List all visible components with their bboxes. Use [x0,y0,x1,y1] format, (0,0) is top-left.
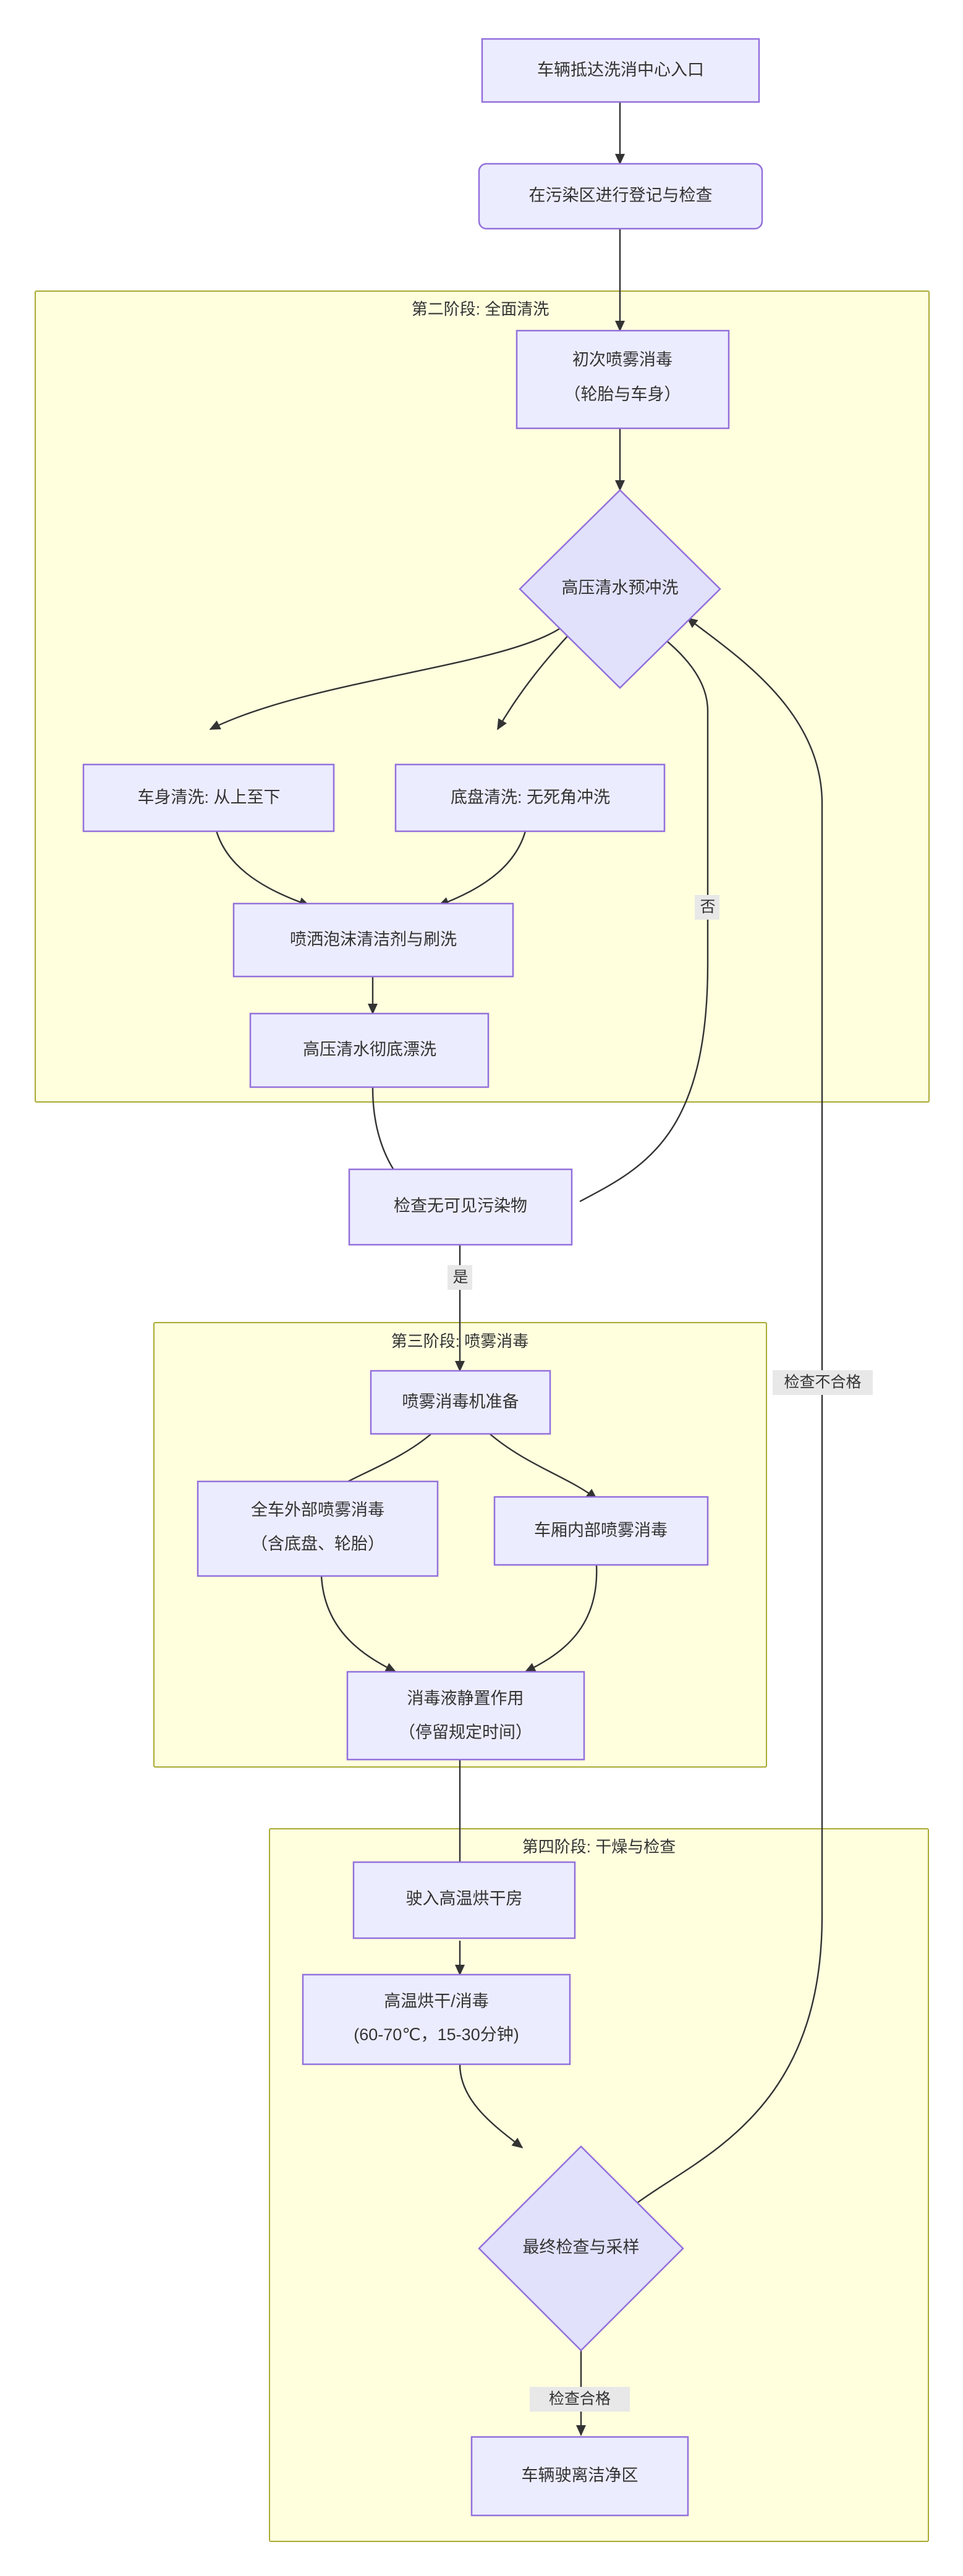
node-sprayer-preparation-box[interactable] [370,1370,551,1435]
node-enter-drying-room-box[interactable] [352,1861,576,1939]
node-enter-drying-room[interactable]: 驶入高温烘干房 [352,1861,576,1939]
edge-n4-n6 [496,631,572,731]
node-enter-drying-room-label: 驶入高温烘干房 [406,1889,523,1908]
cluster-phase2: 第二阶段: 全面清洗 [35,290,930,1103]
node-sprayer-preparation[interactable]: 喷雾消毒机准备 [370,1370,551,1435]
node-chassis-wash-box[interactable] [394,763,666,833]
edge-n9-n4-no [579,629,709,1203]
edge-n15-n16 [459,2064,524,2148]
edge-n12-n13 [524,1564,598,1673]
cluster-phase2-label: 第二阶段: 全面清洗 [412,300,549,318]
node-body-wash-box[interactable] [82,763,335,833]
node-initial-spray-disinfection-box[interactable] [515,329,730,430]
node-check-no-visible-contaminant-label: 检查无可见污染物 [394,1197,527,1215]
node-highpressure-final-rinse-label: 高压清水彻底漂洗 [303,1040,436,1059]
node-highpressure-prewash[interactable]: 高压清水预冲洗 [519,489,721,689]
edge-n16-n4-failed [636,617,823,2204]
node-disinfectant-dwell-label-2: （停留规定时间） [399,1723,532,1742]
edge-label-no-text: 否 [700,899,715,916]
node-initial-spray-disinfection-label-2: （轮胎与车身） [564,385,681,404]
node-initial-spray-disinfection[interactable]: 初次喷雾消毒 （轮胎与车身） [515,329,730,430]
node-highpressure-prewash-label: 高压清水预冲洗 [562,578,679,597]
edge-label-yes: 是 [448,1265,472,1290]
node-chassis-wash[interactable]: 底盘清洗: 无死角冲洗 [394,763,666,833]
node-exterior-spray-disinfection-box[interactable] [197,1480,439,1577]
edge-label-inspection-passed-bg [530,2387,630,2412]
node-interior-spray-disinfection-label: 车厢内部喷雾消毒 [534,1521,668,1540]
node-vehicle-exits-clean-zone-box[interactable] [470,2436,689,2517]
edge-n11-n13 [320,1575,397,1673]
node-chassis-wash-label: 底盘清洗: 无死角冲洗 [451,788,610,807]
edge-label-inspection-passed: 检查合格 [530,2387,630,2412]
edge-n4-n5 [209,626,563,731]
node-final-inspection-sampling-label: 最终检查与采样 [523,2238,640,2256]
node-interior-spray-disinfection[interactable]: 车厢内部喷雾消毒 [493,1496,709,1566]
node-vehicle-arrives-box[interactable] [481,38,760,103]
node-sprayer-preparation-label: 喷雾消毒机准备 [402,1392,519,1411]
node-highpressure-final-rinse-box[interactable] [249,1012,490,1088]
node-vehicle-arrives[interactable]: 车辆抵达洗消中心入口 [481,38,760,103]
node-high-temp-drying-label-1: 高温烘干/消毒 [384,1992,489,2010]
edge-n10-n12 [488,1432,598,1499]
node-interior-spray-disinfection-box[interactable] [493,1496,709,1566]
node-initial-spray-disinfection-label-1: 初次喷雾消毒 [572,350,672,369]
node-highpressure-prewash-shape[interactable] [519,489,721,689]
node-exterior-spray-disinfection-label-1: 全车外部喷雾消毒 [251,1501,384,1519]
node-vehicle-exits-clean-zone[interactable]: 车辆驶离洁净区 [470,2436,689,2517]
node-disinfectant-dwell-label-1: 消毒液静置作用 [407,1689,524,1708]
edge-label-no: 否 [695,895,719,920]
edge-label-inspection-failed: 检查不合格 [773,1370,873,1395]
cluster-phase4-label: 第四阶段: 干燥与检查 [522,1837,676,1856]
node-body-wash[interactable]: 车身清洗: 从上至下 [82,763,335,833]
node-highpressure-final-rinse[interactable]: 高压清水彻底漂洗 [249,1012,490,1088]
node-final-inspection-sampling-shape[interactable] [478,2145,684,2352]
node-foam-detergent-brush-box[interactable] [232,902,514,978]
edge-label-inspection-passed-text: 检查合格 [549,2391,611,2408]
node-disinfectant-dwell-box[interactable] [346,1671,585,1761]
node-vehicle-exits-clean-zone-label: 车辆驶离洁净区 [522,2466,638,2485]
node-high-temp-drying-box[interactable] [302,1973,571,2065]
node-register-inspect[interactable]: 在污染区进行登记与检查 [478,163,763,230]
edge-label-inspection-failed-bg [773,1370,873,1395]
edge-label-yes-bg [448,1265,472,1290]
node-register-inspect-box[interactable] [478,163,763,230]
node-foam-detergent-brush[interactable]: 喷洒泡沫清洁剂与刷洗 [232,902,514,978]
node-foam-detergent-brush-label: 喷洒泡沫清洁剂与刷洗 [290,930,457,949]
node-exterior-spray-disinfection[interactable]: 全车外部喷雾消毒 （含底盘、轮胎） [197,1480,439,1577]
node-check-no-visible-contaminant[interactable]: 检查无可见污染物 [348,1168,573,1246]
node-final-inspection-sampling[interactable]: 最终检查与采样 [478,2145,684,2352]
node-check-no-visible-contaminant-box[interactable] [348,1168,573,1246]
edge-label-no-bg [695,895,719,920]
node-high-temp-drying[interactable]: 高温烘干/消毒 (60-70℃，15-30分钟) [302,1973,571,2065]
node-disinfectant-dwell[interactable]: 消毒液静置作用 （停留规定时间） [346,1671,585,1761]
edge-label-inspection-failed-text: 检查不合格 [784,1374,861,1391]
node-exterior-spray-disinfection-label-2: （含底盘、轮胎） [251,1535,384,1553]
node-vehicle-arrives-label: 车辆抵达洗消中心入口 [537,61,704,79]
edge-label-yes-text: 是 [452,1269,468,1286]
node-register-inspect-label: 在污染区进行登记与检查 [529,186,713,205]
node-body-wash-label: 车身清洗: 从上至下 [137,788,280,807]
cluster-phase2-box [35,290,930,1103]
node-high-temp-drying-label-2: (60-70℃，15-30分钟) [354,2025,519,2044]
